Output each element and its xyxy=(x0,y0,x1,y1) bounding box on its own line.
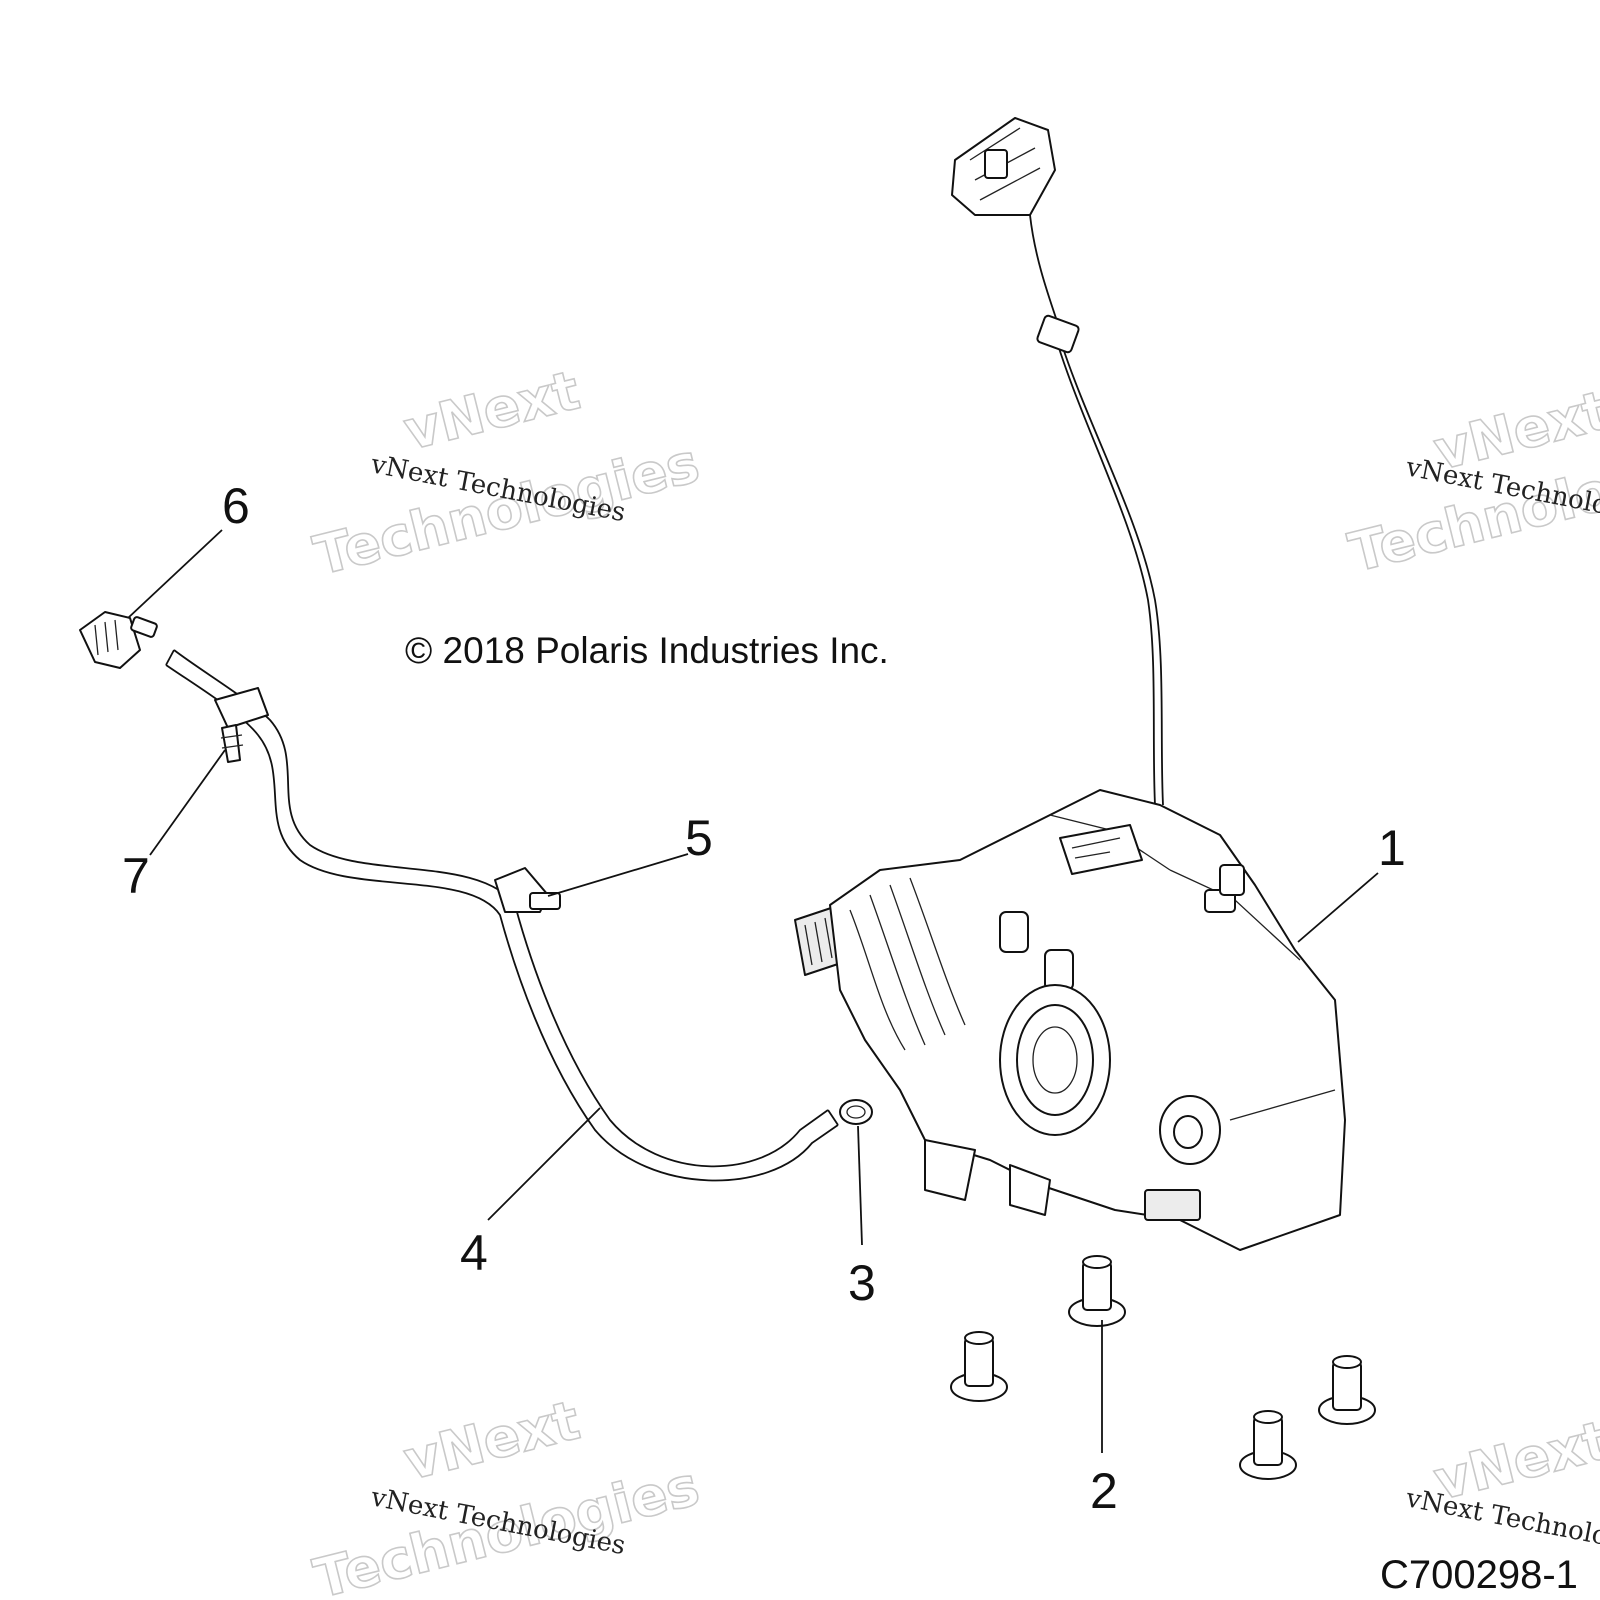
watermark-bottom-left: vNext Technologies vNext Technologies xyxy=(307,1388,706,1600)
svg-text:vNext: vNext xyxy=(398,1389,586,1493)
watermark-bottom-right: vNext vNext Technologies xyxy=(1403,1408,1600,1562)
hose-icon xyxy=(165,649,839,1182)
hose-clamp-icon xyxy=(839,1099,873,1125)
copyright-text: © 2018 Polaris Industries Inc. xyxy=(405,630,889,671)
svg-text:Technologies: Technologies xyxy=(308,431,705,587)
svg-text:vNext: vNext xyxy=(398,359,586,463)
watermark-top-left: vNext Technologies vNext Technologies xyxy=(307,358,706,589)
callout-5: 5 xyxy=(685,810,713,866)
callout-6: 6 xyxy=(222,478,250,534)
callout-7: 7 xyxy=(122,848,150,904)
fitting-icon xyxy=(79,611,158,669)
connector-icon xyxy=(951,117,1164,806)
watermark-top-right: vNext Technologies vNext Technologies xyxy=(1342,378,1600,586)
callout-3: 3 xyxy=(848,1255,876,1311)
leader-lines xyxy=(127,529,1379,1453)
callout-1: 1 xyxy=(1378,820,1406,876)
callout-2: 2 xyxy=(1090,1463,1118,1519)
callout-4: 4 xyxy=(460,1225,488,1281)
figure-id: C700298-1 xyxy=(1380,1553,1578,1597)
gearcase-icon xyxy=(794,789,1346,1251)
push-clip-icon xyxy=(214,687,269,763)
bolt-icon xyxy=(950,1255,1376,1480)
clamp-icon xyxy=(494,867,561,913)
